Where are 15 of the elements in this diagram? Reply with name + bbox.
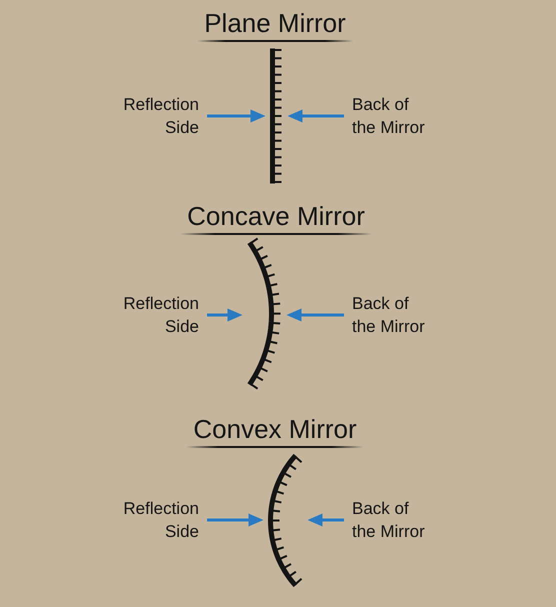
- arrow: [288, 110, 344, 122]
- concave-mirror-drawing: [246, 236, 282, 392]
- convex-mirror-drawing: [268, 452, 304, 588]
- side-label: Reflection Side: [113, 497, 199, 543]
- arrow: [207, 514, 264, 526]
- plane-mirror-drawing: [270, 46, 284, 186]
- side-label: Reflection Side: [113, 292, 199, 338]
- arrow: [308, 514, 344, 526]
- side-label: Back of the Mirror: [352, 93, 430, 139]
- arrow: [207, 110, 266, 122]
- side-label: Back of the Mirror: [352, 497, 430, 543]
- side-label: Back of the Mirror: [352, 292, 430, 338]
- side-label: Reflection Side: [113, 93, 199, 139]
- arrow: [286, 308, 344, 322]
- arrow: [207, 308, 242, 322]
